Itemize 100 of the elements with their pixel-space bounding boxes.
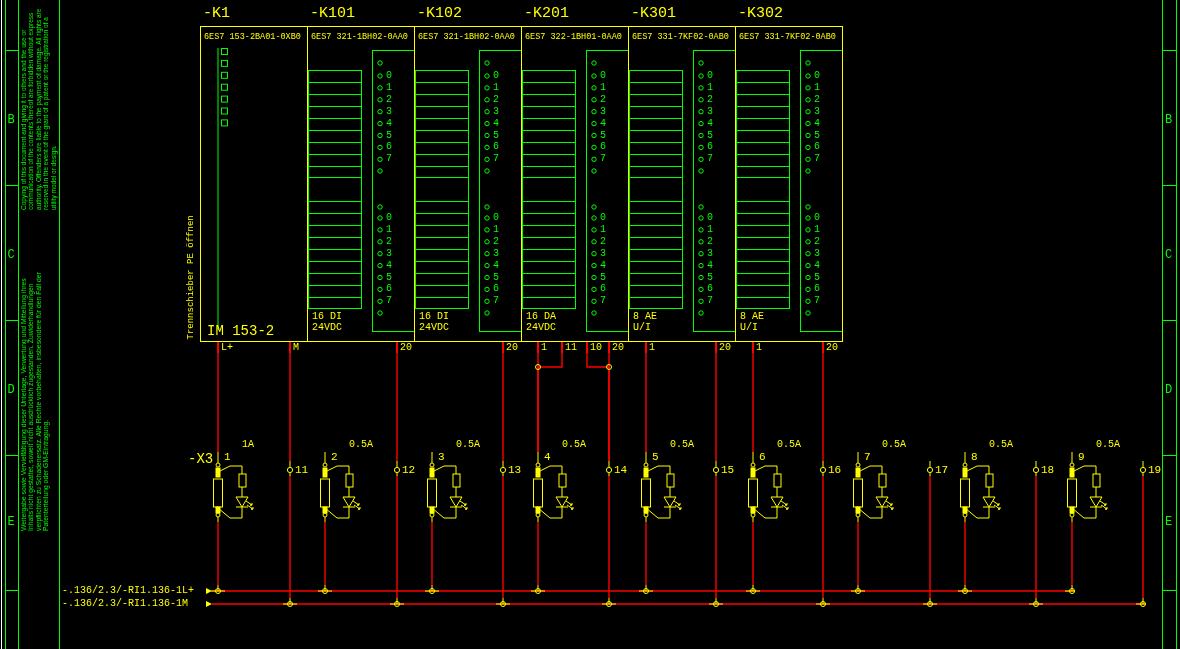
wire (289, 352, 291, 462)
wire (1035, 475, 1037, 599)
channel-number: 3 (600, 248, 606, 259)
bus-label: -.136/2.3/-RI1.136-1L+ (62, 585, 195, 597)
bus-label: -.136/2.3/-RI1.136-1M (62, 598, 189, 610)
channel-number: 0 (600, 71, 606, 81)
channel-number: 4 (600, 260, 606, 271)
module-tag: -K302 (738, 6, 783, 22)
order-number: 6ES7 331-7KF02-0AB0 (632, 32, 729, 42)
channel-number: 1 (600, 224, 606, 235)
wire (1142, 475, 1144, 599)
terminal-pin: 1 (537, 342, 547, 353)
order-number: 6ES7 153-2BA01-0XB0 (204, 32, 301, 42)
channel-number: 2 (600, 94, 606, 105)
channel-number: 1 (707, 82, 713, 93)
terminal-number: 18 (1041, 465, 1055, 476)
wire (502, 475, 504, 599)
channel-number: 3 (493, 248, 499, 259)
channel-number: 2 (814, 94, 820, 105)
wire (608, 352, 610, 462)
channel-number: 1 (493, 224, 499, 235)
channel-number: 4 (493, 118, 499, 129)
row-letter: B (7, 113, 15, 127)
terminal (926, 461, 950, 476)
terminal-number: 17 (935, 465, 949, 476)
terminal-pin: 1 (645, 342, 655, 353)
row-letter: C (7, 248, 15, 262)
terminal-number: 11 (295, 465, 309, 476)
terminal-number: 13 (508, 465, 522, 476)
terminal (393, 461, 417, 476)
channel-number: 4 (814, 260, 820, 271)
channel-number: 4 (386, 260, 392, 271)
terminal-pin: 20 (396, 342, 412, 353)
channel-number: 5 (600, 130, 606, 141)
channel-number: 3 (493, 106, 499, 117)
terminal (499, 461, 523, 476)
wire (857, 521, 859, 586)
channel-number: 2 (707, 94, 713, 105)
channel-number: 6 (707, 142, 713, 153)
channel-number: 2 (386, 236, 392, 247)
channel-number: 6 (386, 284, 392, 295)
row-letter: C (1165, 248, 1173, 262)
module-type: 8 AE U/I (633, 311, 658, 333)
channel-number: 7 (707, 154, 713, 165)
rating-label: 1A (242, 440, 254, 450)
channel-number: 4 (814, 118, 820, 129)
wire (645, 521, 647, 586)
rating-label: 0.5A (456, 440, 480, 450)
terminal-pin: L+ (217, 342, 233, 353)
module-type: 16 DI 24VDC (419, 311, 450, 333)
terminal (712, 461, 736, 476)
channel-number: 2 (600, 236, 606, 247)
channel-number: 0 (707, 71, 713, 81)
module-tag: -K1 (203, 6, 230, 22)
channel-number: 3 (386, 248, 392, 259)
order-number: 6ES7 331-7KF02-0AB0 (739, 32, 836, 42)
channel-number: 2 (707, 236, 713, 247)
module-type: 16 DA 24VDC (526, 311, 557, 333)
channel-number: 2 (493, 236, 499, 247)
wire (502, 352, 504, 462)
wire (324, 521, 326, 586)
channel-number: 6 (493, 142, 499, 153)
channel-number: 0 (814, 213, 820, 223)
wire (752, 352, 754, 453)
channel-number: 7 (600, 154, 606, 165)
order-number: 6ES7 322-1BH01-0AA0 (525, 32, 622, 42)
channel-number: 1 (493, 82, 499, 93)
channel-number: 3 (707, 248, 713, 259)
channel-number: 3 (600, 106, 606, 117)
front-connector (479, 50, 521, 332)
order-number: 6ES7 321-1BH02-0AA0 (418, 32, 515, 42)
wire (217, 521, 219, 586)
terminal (1032, 461, 1056, 476)
channel-number: 1 (600, 82, 606, 93)
channel-number: 4 (600, 118, 606, 129)
module-type: 16 DI 24VDC (312, 311, 343, 333)
terminal-pin: 11 (561, 342, 577, 353)
channel-number: 3 (814, 106, 820, 117)
channel-number: 7 (386, 296, 392, 307)
terminal (605, 461, 629, 476)
channel-number: 7 (814, 154, 820, 165)
channel-number: 1 (707, 224, 713, 235)
module-tag: -K201 (524, 6, 569, 22)
channel-number: 6 (493, 284, 499, 295)
channel-number: 5 (386, 272, 392, 283)
wire (752, 521, 754, 586)
terminal-pin: M (289, 342, 299, 353)
wire (537, 521, 539, 586)
rating-label: 0.5A (670, 440, 694, 450)
module-tag: -K301 (631, 6, 676, 22)
channel-number: 4 (707, 260, 713, 271)
row-letter: D (7, 383, 15, 397)
terminal (286, 461, 310, 476)
wire (715, 475, 717, 599)
wire (608, 475, 610, 599)
row-letter: E (1165, 515, 1173, 529)
channel-number: 0 (814, 71, 820, 81)
channel-number: 3 (707, 106, 713, 117)
channel-number: 0 (386, 71, 392, 81)
terminal-pin: 20 (608, 342, 624, 353)
